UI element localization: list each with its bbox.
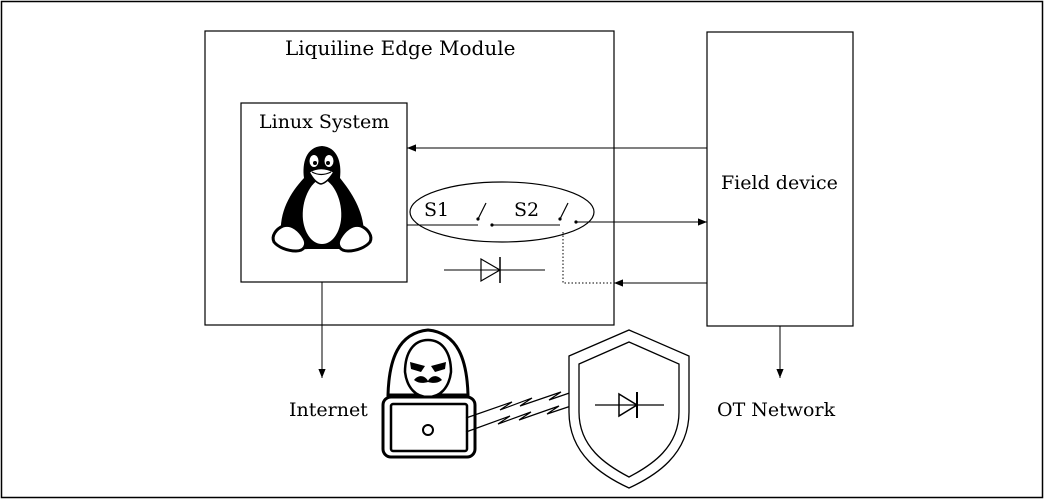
switch-ellipse [409,181,595,243]
s2-label: S2 [514,199,540,221]
shield-diode-icon [568,329,690,489]
dotted-path [562,232,614,284]
ot-network-label: OT Network [717,399,836,421]
edge-module-label: Liquiline Edge Module [285,36,516,60]
internet-label: Internet [289,399,368,421]
hacker-icon [381,328,477,459]
linux-system-label: Linux System [259,111,390,133]
linux-penguin-icon [271,146,373,253]
linux-system-box [240,102,408,283]
edge-module-box [204,30,615,326]
s1-label: S1 [424,199,450,221]
diode-icon [444,257,545,283]
switch-icon [477,202,487,220]
field-device-label: Field device [721,172,838,194]
switch-icon [559,202,569,220]
